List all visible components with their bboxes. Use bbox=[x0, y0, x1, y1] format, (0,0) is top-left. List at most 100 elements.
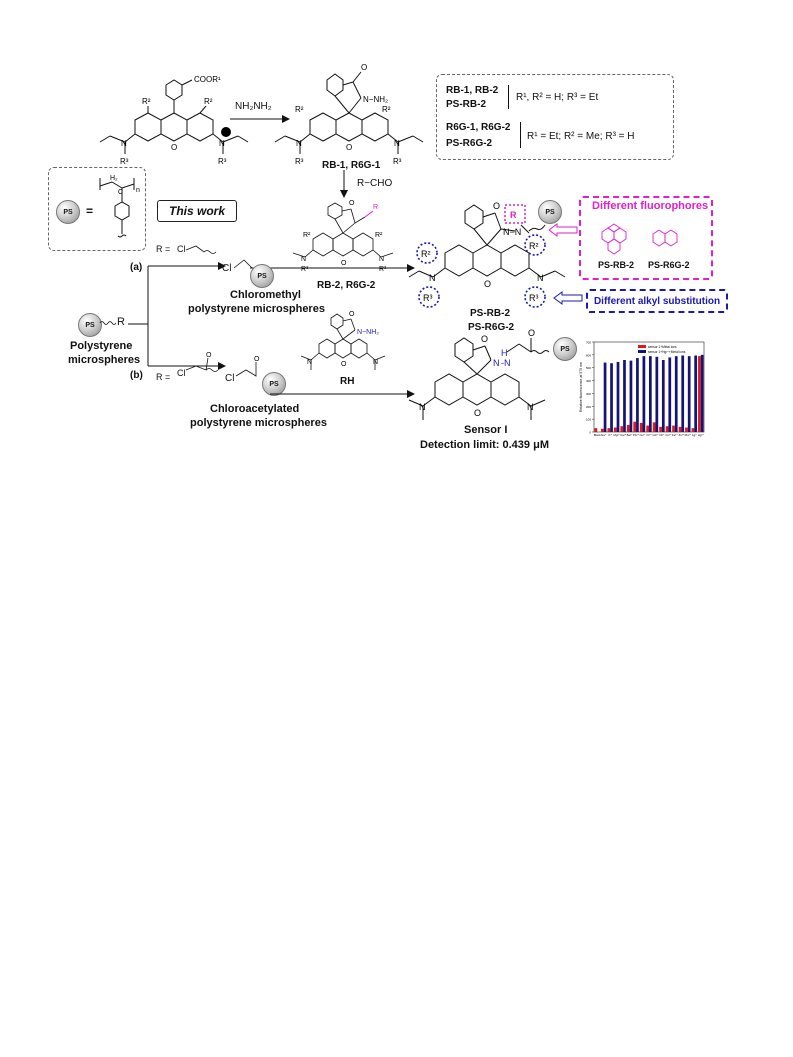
bar-sensor-9 bbox=[652, 422, 656, 432]
legend-label: sensor 1+Metal ions bbox=[648, 345, 677, 349]
svg-text:N: N bbox=[429, 273, 436, 283]
bar-sensor-2 bbox=[607, 428, 611, 432]
ps-bead-sensor: PS bbox=[553, 337, 577, 361]
x-tick-label: Ba²⁺ bbox=[627, 433, 633, 437]
svg-text:C: C bbox=[118, 189, 123, 196]
y-tick-label: 600 bbox=[586, 353, 591, 357]
svg-text:H: H bbox=[501, 348, 508, 358]
svg-text:N: N bbox=[419, 402, 426, 412]
hydrazine-reagent: NH₂NH₂ bbox=[235, 101, 272, 112]
bar-sensor-11 bbox=[665, 426, 669, 432]
legend-r6g-ps: PS-R6G-2 bbox=[446, 138, 493, 149]
svg-text:R³: R³ bbox=[120, 157, 129, 166]
x-tick-label: Pb²⁺ bbox=[633, 433, 639, 437]
svg-text:O: O bbox=[349, 200, 355, 207]
svg-text:O: O bbox=[361, 63, 367, 72]
chloroacetylated-label-2: polystyrene microspheres bbox=[190, 417, 327, 429]
bar-sensor-hg-9 bbox=[655, 356, 659, 432]
detection-limit: Detection limit: 0.439 μM bbox=[420, 439, 549, 451]
rb1-label: RB-1, R6G-1 bbox=[322, 160, 381, 171]
sensor-label: Sensor I bbox=[464, 424, 508, 436]
r-equals-a: R = bbox=[156, 244, 171, 254]
blue-arrow bbox=[553, 291, 583, 305]
ps-bead-chloroacetyl: PS bbox=[262, 372, 286, 396]
x-tick-label: Cu²⁺ bbox=[640, 433, 647, 437]
svg-text:R²: R² bbox=[375, 232, 383, 239]
ps-r6g2-label: PS-R6G-2 bbox=[468, 322, 515, 333]
legend-bracket-1 bbox=[508, 85, 509, 109]
bar-sensor-hg-10 bbox=[661, 360, 665, 432]
svg-text:O: O bbox=[341, 361, 347, 368]
svg-text:N: N bbox=[394, 139, 400, 148]
polystyrene-unit: H₂ C n bbox=[99, 175, 140, 238]
svg-text:O: O bbox=[349, 311, 355, 318]
x-tick-label: K⁺ bbox=[609, 433, 613, 437]
polystyrene-label: Polystyrene bbox=[70, 340, 133, 352]
fluorophores-title: Different fluorophores bbox=[592, 200, 709, 212]
chloroacetylated-label: Chloroacetylated bbox=[210, 403, 300, 415]
bar-sensor-hg-7 bbox=[642, 356, 646, 432]
chloromethyl-bond bbox=[233, 259, 253, 269]
svg-text:N: N bbox=[527, 402, 534, 412]
naphthalene-icon bbox=[652, 229, 678, 247]
aldehyde-reagent: R−CHO bbox=[357, 178, 393, 189]
bar-sensor-hg-13 bbox=[681, 355, 685, 432]
svg-text:N: N bbox=[219, 139, 225, 148]
svg-text:N: N bbox=[493, 358, 500, 368]
y-tick-label: 100 bbox=[586, 418, 591, 422]
svg-text:R²: R² bbox=[382, 105, 391, 114]
bar-sensor-13 bbox=[678, 426, 682, 432]
sensor-structure: O N H -N O O N N bbox=[408, 328, 550, 420]
svg-text:H₂: H₂ bbox=[110, 175, 118, 182]
r-start: R bbox=[117, 316, 125, 328]
bar-sensor-hg-11 bbox=[668, 357, 672, 432]
alkyl-substitution-box: Different alkyl substitution bbox=[586, 289, 728, 313]
y-axis-label: Relative fluorescence at 575 nm bbox=[579, 362, 583, 412]
chloromethyl-fragment bbox=[185, 245, 217, 254]
legend-r6g-names: R6G-1, R6G-2 bbox=[446, 122, 511, 133]
svg-text:R²: R² bbox=[421, 249, 431, 259]
scheme-figure: COOR¹ R² R² N N R³ R³ O + NH₂NH₂ bbox=[0, 0, 793, 470]
bar-sensor-hg-8 bbox=[649, 356, 652, 432]
bar-sensor-hg-16 bbox=[700, 354, 704, 432]
svg-text:N: N bbox=[379, 256, 384, 263]
svg-text:O: O bbox=[341, 260, 347, 267]
svg-text:R²: R² bbox=[204, 97, 213, 106]
bar-sensor-5 bbox=[626, 424, 630, 432]
svg-text:O: O bbox=[484, 279, 491, 289]
y-tick-label: 400 bbox=[586, 379, 591, 383]
bar-sensor-hg-3 bbox=[616, 361, 620, 432]
bar-sensor-hg-5 bbox=[629, 360, 633, 432]
x-tick-label: Ag⁺ bbox=[692, 433, 697, 437]
rh-structure: O N−NH₂ O N N bbox=[300, 311, 386, 370]
svg-text:R: R bbox=[510, 210, 517, 220]
chloroacetyl-fragment: O bbox=[185, 352, 219, 372]
fluorophore-ps-rb2: PS-RB-2 bbox=[598, 260, 635, 270]
x-tick-label: Fe³⁺ bbox=[672, 433, 678, 437]
bar-sensor-15 bbox=[691, 428, 695, 432]
bar-sensor-hg-6 bbox=[636, 358, 639, 432]
x-tick-label: Cd²⁺ bbox=[652, 433, 659, 437]
svg-text:O: O bbox=[528, 328, 535, 338]
svg-text:N: N bbox=[301, 256, 306, 263]
reaction-arrow-2 bbox=[340, 170, 348, 198]
y-tick-label: 300 bbox=[586, 392, 591, 396]
chloromethyl-label-2: polystyrene microspheres bbox=[188, 303, 325, 315]
svg-text:R: R bbox=[373, 204, 378, 211]
x-tick-label: Na⁺ bbox=[601, 433, 607, 437]
svg-text:O: O bbox=[206, 352, 212, 359]
y-tick-label: 700 bbox=[586, 341, 591, 345]
ps-bead-start: PS bbox=[78, 313, 102, 337]
rb1-structure: O N−NH₂ R² R² O N N R³ R³ bbox=[274, 63, 424, 166]
r-equals-b: R = bbox=[156, 372, 171, 382]
x-tick-label: Ca²⁺ bbox=[620, 433, 627, 437]
bar-sensor-hg-4 bbox=[623, 360, 626, 432]
ps-bead-chloromethyl: PS bbox=[250, 264, 274, 288]
bar-sensor-1 bbox=[600, 428, 604, 432]
svg-text:+: + bbox=[223, 128, 228, 137]
x-tick-label: Co²⁺ bbox=[665, 433, 672, 437]
x-tick-label: Ni²⁺ bbox=[659, 433, 665, 437]
x-tick-label: Hg²⁺ bbox=[698, 433, 705, 437]
ps-rb2-label: PS-RB-2 bbox=[470, 308, 511, 319]
